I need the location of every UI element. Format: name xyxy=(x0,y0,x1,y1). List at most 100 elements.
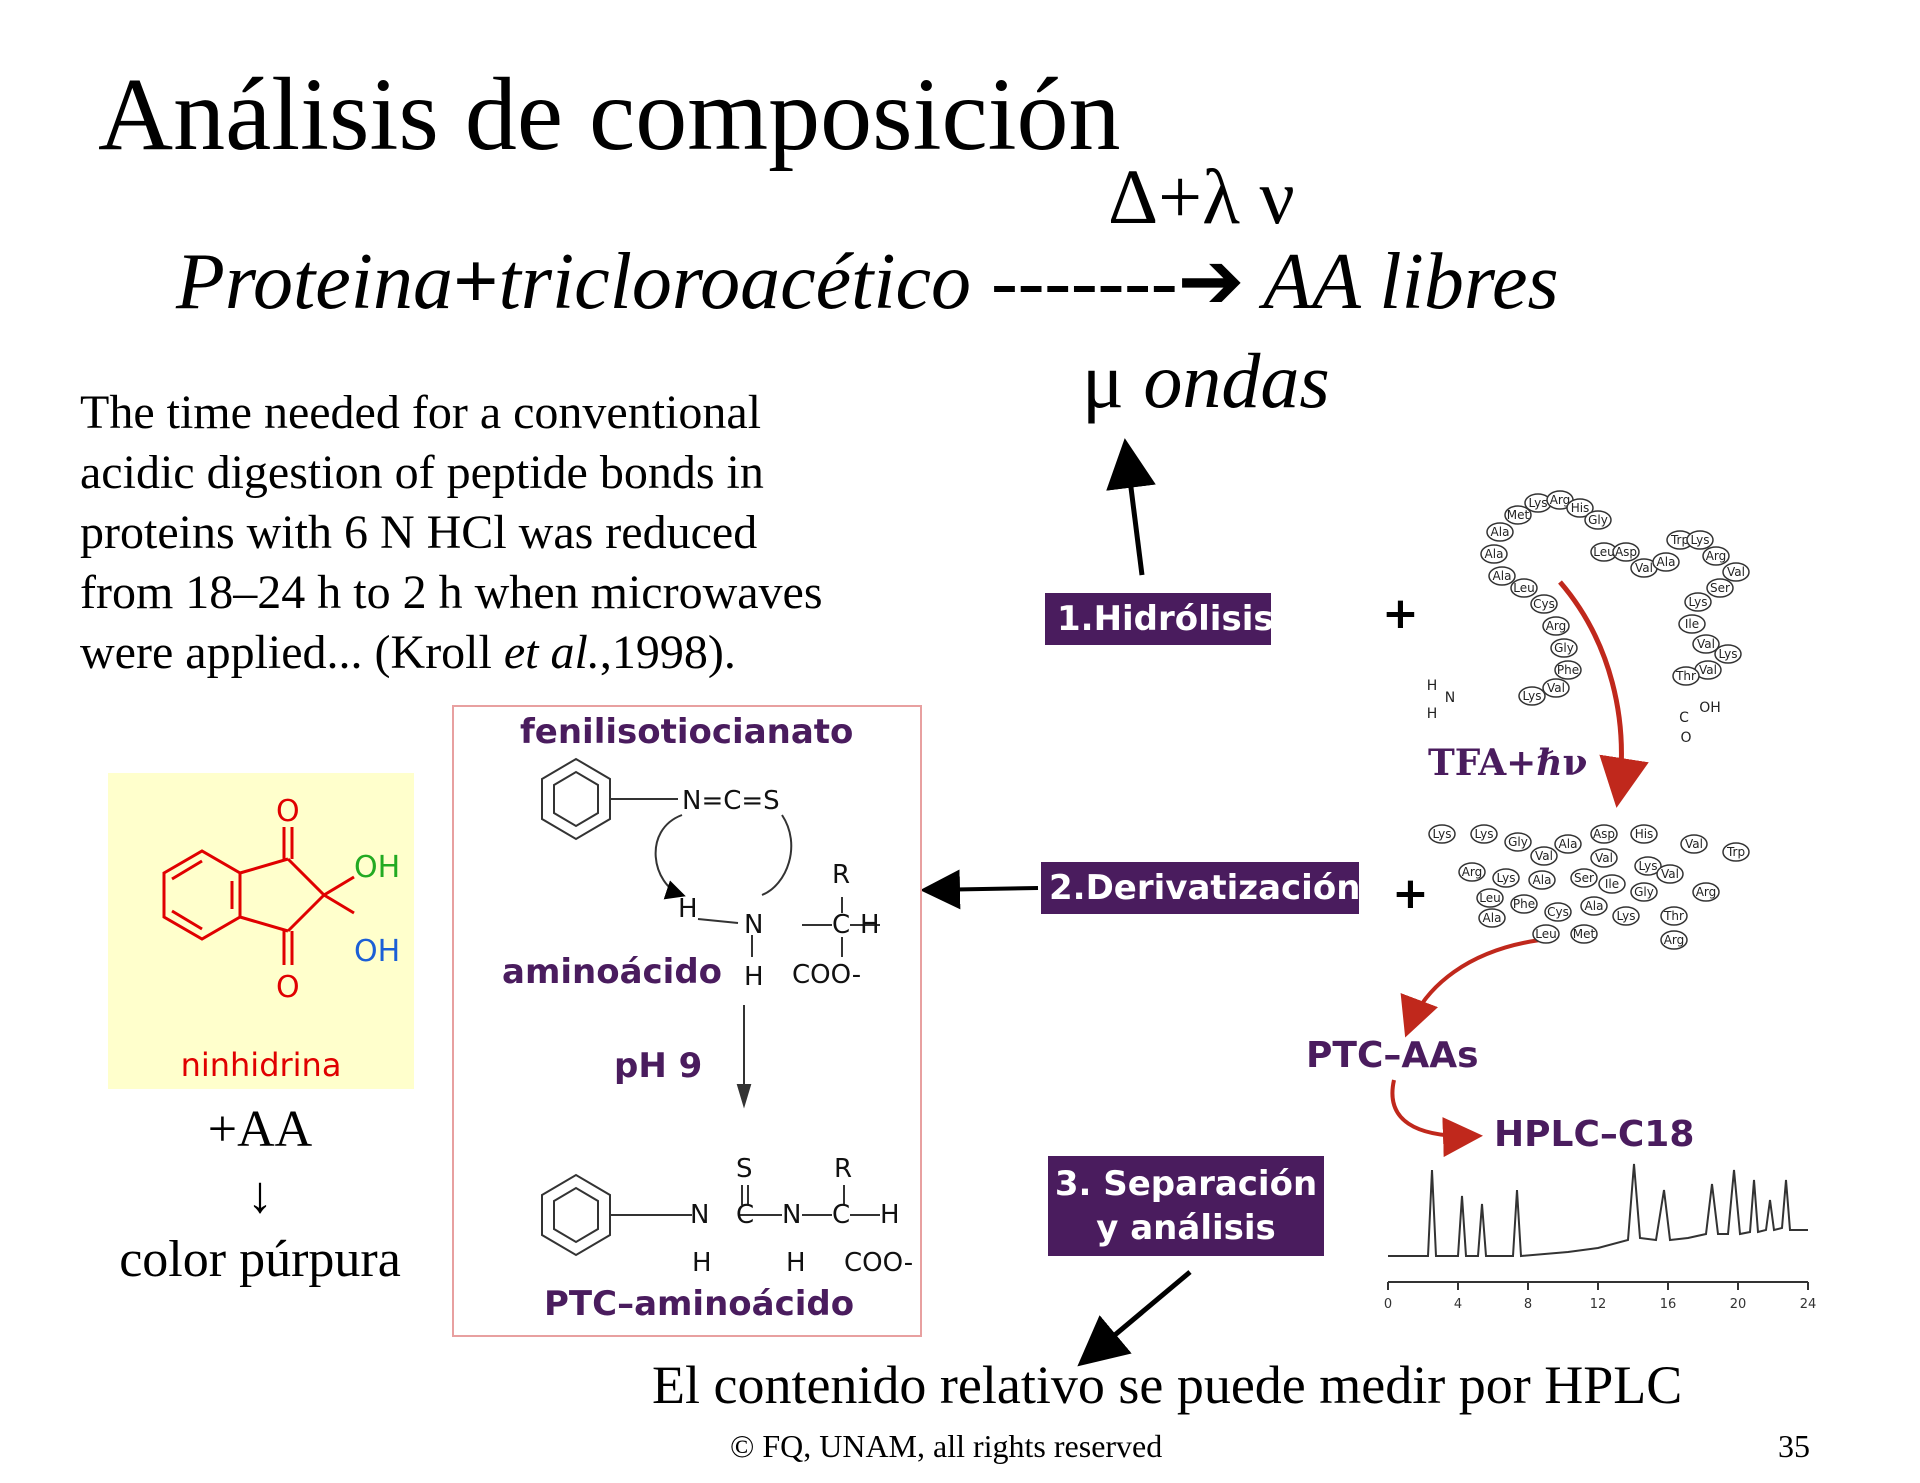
free-residue-val: Val xyxy=(1590,848,1618,868)
equation-conditions-bottom: μ ondas xyxy=(1082,336,1330,426)
amine-h-left: H xyxy=(678,894,698,924)
ptc-aas-label: PTC–AAs xyxy=(1306,1035,1479,1076)
chain-residue-met: Met xyxy=(1504,505,1532,525)
equation-conditions-top: Δ+λ ν xyxy=(1108,153,1295,240)
step3-line2: y análisis xyxy=(1096,1208,1276,1248)
chain-residue-cys: Cys xyxy=(1530,594,1558,614)
ninhydrin-oh-top: OH xyxy=(354,850,400,885)
svg-text:Lys: Lys xyxy=(1689,595,1708,609)
ninhydrin-o-bottom: O xyxy=(276,970,300,1005)
phenyl-ring-bottom xyxy=(541,1173,611,1257)
svg-text:Ala: Ala xyxy=(1491,525,1510,539)
svg-text:His: His xyxy=(1635,827,1654,841)
svg-text:Arg: Arg xyxy=(1706,549,1727,563)
ninhydrin-label: ninhidrina xyxy=(180,1046,342,1084)
svg-text:Trp: Trp xyxy=(1726,845,1745,859)
protein-c-terminus-o: O xyxy=(1680,730,1691,746)
chromatogram-tick-label: 0 xyxy=(1384,1297,1392,1312)
product-n1: N xyxy=(690,1200,709,1230)
side-chain-r: R xyxy=(832,860,850,890)
plus-sign-2: + xyxy=(1392,868,1429,919)
svg-text:Phe: Phe xyxy=(1557,663,1579,677)
ptc-reaction-structures: N=C=S H N H C R H COO- N C S N C R H H H… xyxy=(541,757,913,1278)
step3-line1: 3. Separación xyxy=(1054,1164,1318,1204)
svg-text:Val: Val xyxy=(1697,637,1715,651)
step-derivatization: 2.Derivatización xyxy=(1041,862,1360,914)
chain-residue-phe: Phe xyxy=(1554,660,1582,680)
ptc-red-arrow xyxy=(1400,938,1541,1038)
mu-symbol: μ xyxy=(1082,337,1124,424)
svg-text:Val: Val xyxy=(1661,867,1679,881)
svg-text:Ser: Ser xyxy=(1710,581,1730,595)
quote-line: proteins with 6 N HCl was reduced xyxy=(80,506,758,559)
chain-residue-arg: Arg xyxy=(1542,616,1570,636)
free-residue-ile: Ile xyxy=(1598,874,1626,894)
protein-c-terminus-oh: OH xyxy=(1699,700,1721,716)
chain-residue-lys: Lys xyxy=(1518,686,1546,706)
chromatogram-tick-label: 24 xyxy=(1800,1297,1817,1312)
svg-text:Leu: Leu xyxy=(1593,545,1614,559)
chain-residue-arg: Arg xyxy=(1702,546,1730,566)
ninhydrin-benzene-ring xyxy=(162,849,242,941)
chain-residue-lys: Lys xyxy=(1686,530,1714,550)
product-h-n1: H xyxy=(692,1248,712,1278)
equation-arrow: -------➔ xyxy=(991,238,1245,326)
svg-text:Lys: Lys xyxy=(1639,859,1658,873)
quote-text: were applied... (Kroll xyxy=(80,626,504,679)
free-residue-val: Val xyxy=(1530,846,1558,866)
ph-label: pH 9 xyxy=(614,1046,703,1086)
svg-text:Gly: Gly xyxy=(1508,835,1528,849)
free-residue-gly: Gly xyxy=(1504,832,1532,852)
svg-text:Thr: Thr xyxy=(1675,669,1696,683)
svg-text:Asp: Asp xyxy=(1615,545,1637,559)
tfa-red-arrow xyxy=(1558,580,1649,808)
chain-residue-his: His xyxy=(1566,498,1594,518)
chain-residue-lys: Lys xyxy=(1714,644,1742,664)
chain-residue-asp: Asp xyxy=(1612,542,1640,562)
svg-text:Arg: Arg xyxy=(1546,619,1567,633)
chromatogram-tick-label: 16 xyxy=(1660,1297,1677,1312)
free-residue-lys: Lys xyxy=(1612,906,1640,926)
svg-text:Gly: Gly xyxy=(1588,513,1608,527)
reaction-equation: Proteina+tricloroacético -------➔ AA lib… xyxy=(176,234,1559,328)
protein-n-terminus-n: N xyxy=(1445,690,1455,706)
svg-text:His: His xyxy=(1571,501,1590,515)
derivatization-left-arrow xyxy=(920,869,1039,910)
alpha-carbon: C xyxy=(832,910,850,940)
svg-text:Val: Val xyxy=(1635,561,1653,575)
step-separation: 3. Separación y análisis xyxy=(1048,1156,1324,1256)
svg-text:Asp: Asp xyxy=(1593,827,1615,841)
quote-year: ,1998). xyxy=(599,626,736,679)
svg-text:Trp: Trp xyxy=(1670,533,1689,547)
product-c1: C xyxy=(736,1200,754,1230)
free-residue-ala: Ala xyxy=(1478,908,1506,928)
svg-text:Lys: Lys xyxy=(1529,496,1548,510)
hydrolysis-up-arrow xyxy=(1106,438,1156,576)
product-h-end: H xyxy=(880,1200,900,1230)
product-s: S xyxy=(736,1154,753,1184)
chain-residue-val: Val xyxy=(1722,562,1750,582)
svg-text:Phe: Phe xyxy=(1513,897,1535,911)
free-residue-lys: Lys xyxy=(1634,856,1662,876)
free-residue-arg: Arg xyxy=(1660,930,1688,950)
phenylisothiocyanate-label: fenilisotiocianato xyxy=(520,712,854,752)
plus-sign-1: + xyxy=(1382,588,1419,639)
svg-text:Leu: Leu xyxy=(1479,891,1500,905)
free-residue-met: Met xyxy=(1570,924,1598,944)
svg-text:Leu: Leu xyxy=(1535,927,1556,941)
phenyl-ring-top xyxy=(541,757,611,841)
quote-line: acidic digestion of peptide bonds in xyxy=(80,446,764,499)
ptc-amino-acid-label: PTC–aminoácido xyxy=(544,1284,855,1324)
chain-residue-ala: Ala xyxy=(1488,566,1516,586)
protein-c-terminus-c: C xyxy=(1679,710,1689,726)
chain-residue-gly: Gly xyxy=(1584,510,1612,530)
ninhydrin-oh-bottom: OH xyxy=(354,934,400,969)
svg-text:Lys: Lys xyxy=(1691,533,1710,547)
svg-text:Ala: Ala xyxy=(1483,911,1502,925)
product-coo: COO- xyxy=(844,1248,913,1278)
free-residue-thr: Thr xyxy=(1660,906,1688,926)
svg-text:Lys: Lys xyxy=(1719,647,1738,661)
